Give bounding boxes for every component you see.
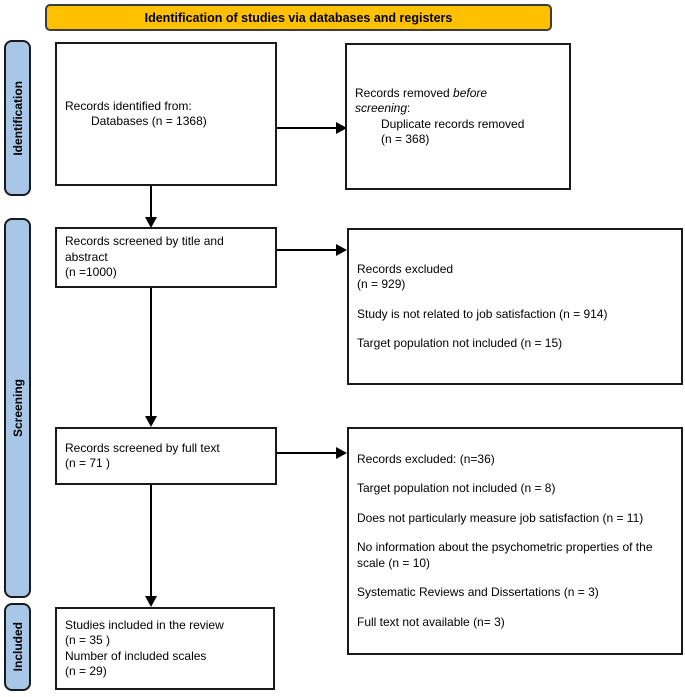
box-text-line: Study is not related to job satisfaction… [357,306,608,321]
box-text-line: Records excluded: (n=36) [357,451,495,466]
box-text-line: Studies included in the review [65,617,224,632]
stage-identification-label: Identification [10,80,25,156]
box-text-line: Full text not available (n= 3) [357,614,505,629]
box-text-line: (n = 368) [381,132,430,146]
stage-screening: Screening [4,218,31,598]
stage-included-label: Included [10,622,25,672]
box-text-line: Does not particularly measure job satisf… [357,510,644,525]
stage-identification: Identification [4,40,31,196]
stage-included: Included [4,603,31,691]
box-studies-included: Studies included in the review(n = 35 )N… [55,607,275,690]
arrow-identified-to-screened-title [145,186,157,228]
arrow-identified-to-removed [277,122,347,134]
banner-label: Identification of studies via databases … [144,10,453,25]
arrow-screened-title-to-screened-fulltext [145,288,157,427]
box-records-screened-full-text: Records screened by full text(n = 71 ) [55,427,277,485]
box-text-line: screening: [355,101,411,115]
banner: Identification of studies via databases … [45,4,552,31]
box-text-line: No information about the psychometric pr… [357,540,653,570]
box-text-line: (n = 35 ) [65,633,111,647]
box-text-line: Records screened by title and abstract [65,234,224,264]
box-text-line: Databases (n = 1368) [91,114,207,128]
box-text-line: Target population not included (n = 8) [357,481,556,496]
arrow-screened-fulltext-to-excluded [277,447,347,459]
box-text-line: Records screened by full text [65,440,220,455]
box-text-line: Records identified from: [65,98,192,113]
arrow-screened-fulltext-to-included [145,485,157,607]
arrow-screened-title-to-excluded [277,244,347,256]
box-records-excluded-full-text: Records excluded: (n=36) Target populatio… [347,427,683,655]
box-text-line: Target population not included (n = 15) [357,336,563,350]
box-text-line: Duplicate records removed [381,116,525,131]
box-records-screened-title-abstract: Records screened by title and abstract(n… [55,227,277,288]
box-text-line: (n = 29) [65,664,107,678]
box-text-line: Systematic Reviews and Dissertations (n … [357,585,599,600]
box-text-line: (n = 71 ) [65,456,111,470]
box-text-line: Records excluded [357,261,454,276]
box-text-line: Number of included scales [65,648,207,663]
box-text-line: (n = 929) [357,277,406,291]
stage-screening-label: Screening [10,378,25,438]
box-records-excluded-title-abstract: Records excluded(n = 929) Study is not re… [347,228,683,385]
box-records-identified: Records identified from:Databases (n = 1… [55,42,277,186]
box-text-line: Records removed before [355,85,488,100]
box-text-line: (n =1000) [65,265,117,280]
